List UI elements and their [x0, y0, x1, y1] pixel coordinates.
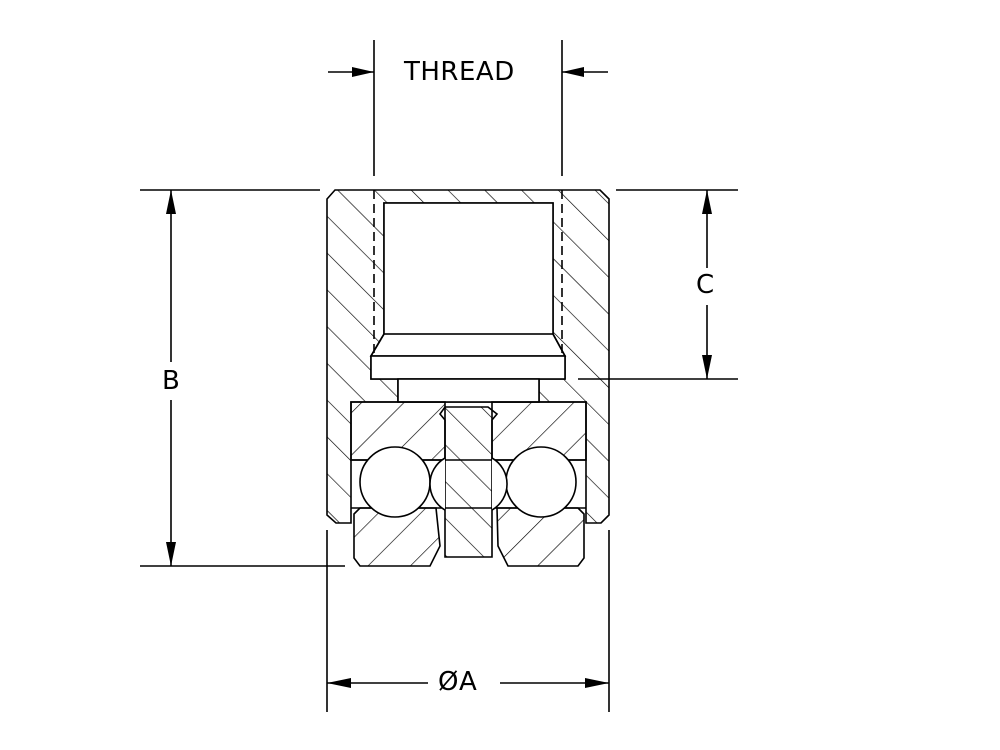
bearing-ring-bottom-left: [353, 507, 441, 567]
neck: [397, 378, 540, 403]
arrow-icon: [702, 190, 712, 214]
bearing-ring-bottom-right: [496, 507, 585, 567]
arrow-icon: [166, 542, 176, 566]
thread-label: THREAD: [404, 57, 515, 87]
ball-left: [359, 446, 431, 518]
arrow-icon: [585, 678, 609, 688]
relief-groove: [370, 355, 566, 380]
arrow-icon: [702, 355, 712, 379]
center-shaft: [438, 406, 499, 558]
ball-right: [505, 446, 577, 518]
arrowheads: [166, 67, 712, 688]
arrow-icon: [562, 67, 584, 77]
arrow-icon: [352, 67, 374, 77]
dimension-a-label: ØA: [438, 667, 478, 697]
arrow-icon: [327, 678, 351, 688]
dimension-c-label: C: [696, 270, 715, 300]
dimension-b-label: B: [162, 366, 181, 396]
thread-bore: [383, 202, 554, 335]
arrow-icon: [166, 190, 176, 214]
